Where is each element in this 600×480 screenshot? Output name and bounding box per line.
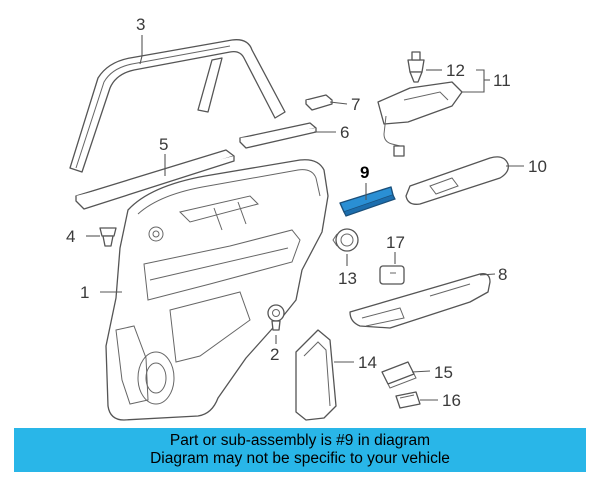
part-16-plug <box>395 391 421 409</box>
info-banner: Part or sub-assembly is #9 in diagram Di… <box>14 428 586 472</box>
part-5-belt-weatherstrip <box>75 149 235 210</box>
callout-11: 11 <box>493 71 511 90</box>
callout-1: 1 <box>80 283 89 302</box>
part-12-bulb <box>407 51 425 83</box>
callout-8: 8 <box>498 265 507 284</box>
callout-10: 10 <box>528 157 547 176</box>
part-13-grille <box>332 228 359 252</box>
part-8-armrest <box>349 273 491 329</box>
callout-14: 14 <box>358 353 377 372</box>
callout-3: 3 <box>136 15 145 34</box>
callout-2: 2 <box>270 345 279 364</box>
part-14-panel-insert <box>295 329 337 421</box>
banner-line-2: Diagram may not be specific to your vehi… <box>150 450 450 467</box>
part-4-push-clip <box>99 227 117 247</box>
callout-17: 17 <box>386 233 405 252</box>
callout-4: 4 <box>66 227 75 246</box>
callout-7: 7 <box>351 95 360 114</box>
part-3-window-frame <box>69 39 286 173</box>
callout-16: 16 <box>442 391 461 410</box>
part-7-clip <box>305 94 333 111</box>
leader-lines <box>86 35 524 401</box>
part-1-door-trim-panel <box>105 159 329 421</box>
part-10-handle-trim <box>405 156 509 205</box>
part-11-switch-housing <box>377 81 463 157</box>
callout-6: 6 <box>340 123 349 142</box>
part-2-fastener <box>267 304 285 331</box>
exploded-parts-diagram: 3 7 6 5 4 1 2 8 9 10 11 12 13 14 15 16 1… <box>66 15 547 421</box>
part-9-trim-piece-highlighted <box>339 186 396 217</box>
callout-9: 9 <box>360 163 369 182</box>
part-6-strip <box>239 122 317 149</box>
part-15-cap <box>381 361 417 389</box>
callout-5: 5 <box>159 135 168 154</box>
callout-12: 12 <box>446 61 465 80</box>
callout-13: 13 <box>338 269 357 288</box>
callout-15: 15 <box>434 363 453 382</box>
part-17-switch-cover <box>379 265 405 285</box>
banner-line-1: Part or sub-assembly is #9 in diagram <box>169 432 431 449</box>
